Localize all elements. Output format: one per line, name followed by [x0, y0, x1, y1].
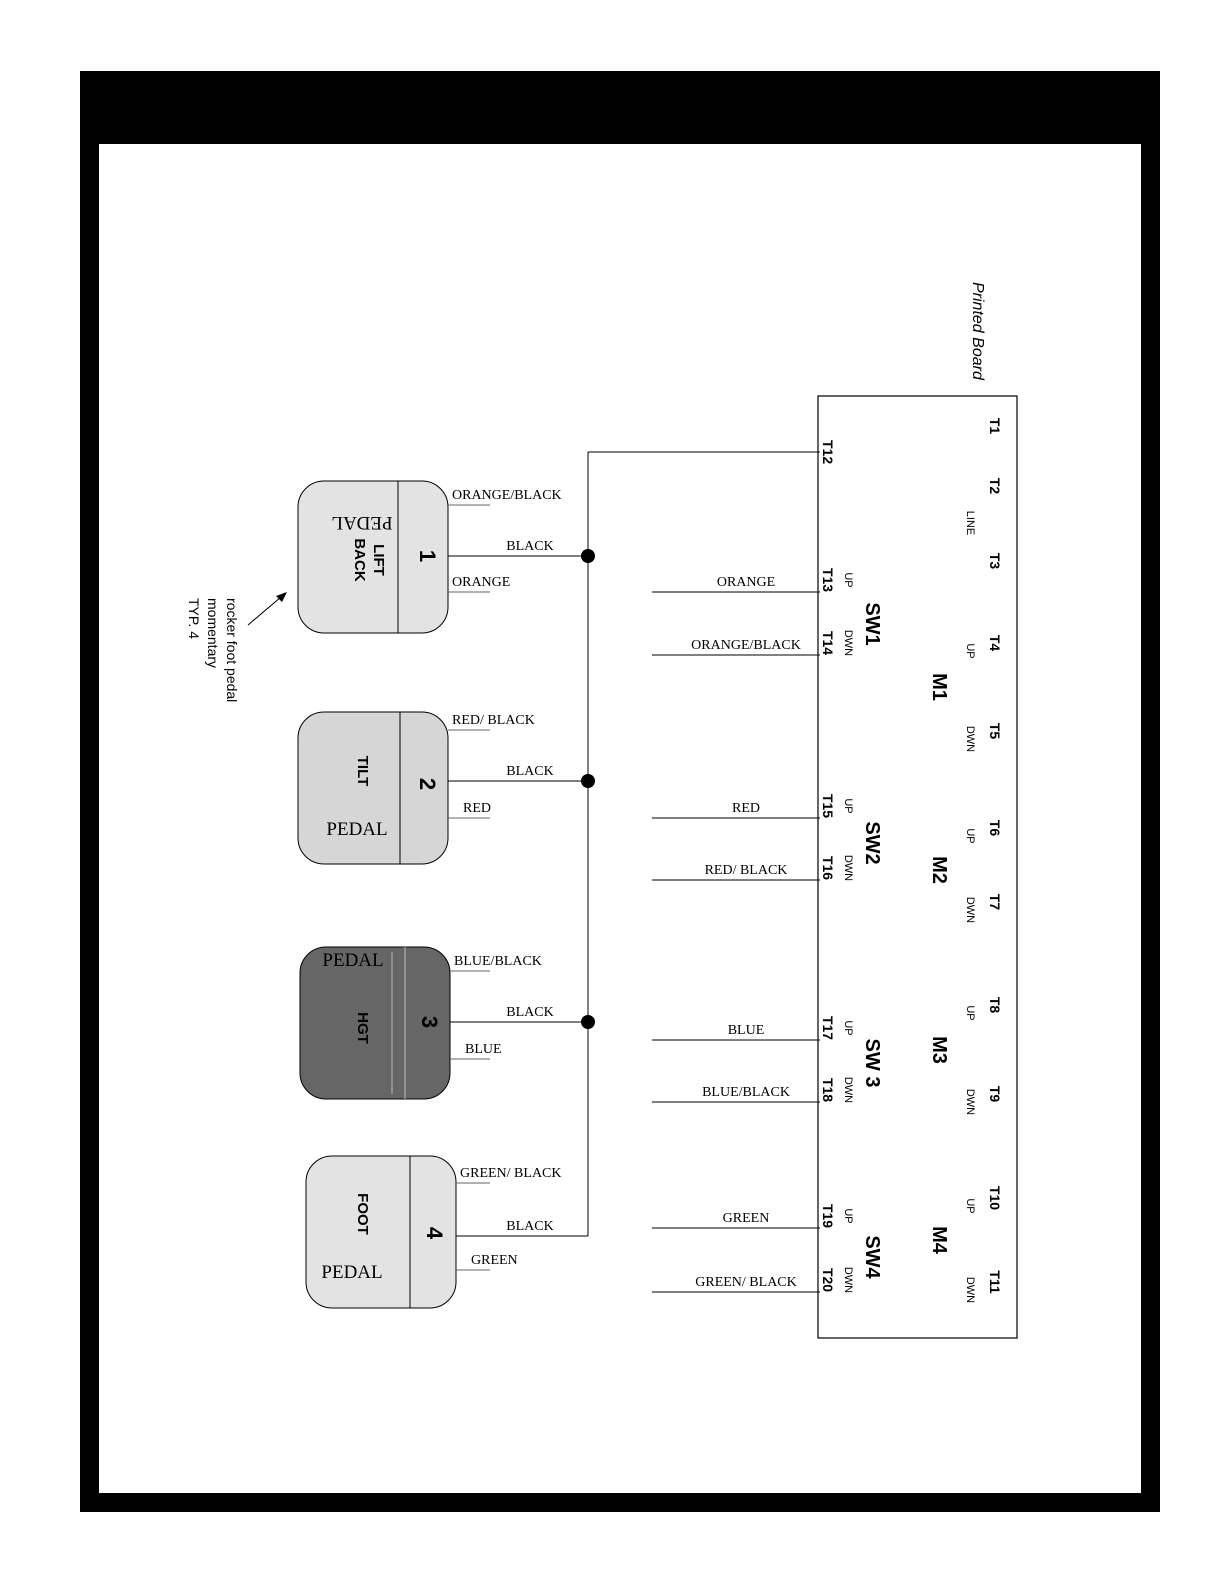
terminal-t4-sub: UP	[964, 643, 976, 658]
terminal-t18-dir: DWN	[842, 1077, 854, 1103]
terminal-t8-sub: UP	[964, 1005, 976, 1020]
terminal-t15-dir: UP	[842, 798, 854, 813]
pedal-1-label: PEDAL	[331, 512, 392, 533]
terminal-t5: T5	[987, 723, 1003, 740]
pedal-2-wire-label-1: RED/ BLACK	[452, 713, 535, 728]
pedal-3-wire-label-2: BLACK	[506, 1005, 553, 1020]
pedal-3-wire-label-3: BLUE	[465, 1042, 502, 1057]
pedal-4-label: PEDAL	[321, 1262, 382, 1283]
terminal-t14: T14	[820, 631, 836, 655]
terminal-t16: T16	[820, 856, 836, 880]
pedal-4-wire-label-2: BLACK	[506, 1219, 553, 1234]
terminal-t19-dir: UP	[842, 1208, 854, 1223]
wire-label-t15: RED	[732, 801, 760, 816]
annotation-line-3: TYP. 4	[186, 598, 202, 639]
motor-m3: M3	[928, 1036, 950, 1064]
annotation-arrow-head	[276, 592, 287, 602]
pedal-2-name: TILT	[354, 756, 371, 787]
pedal-2-label: PEDAL	[326, 819, 387, 840]
wire-label-t20: GREEN/ BLACK	[695, 1275, 797, 1290]
terminal-t13: T13	[820, 568, 836, 592]
pedal-3-name: HGT	[354, 1012, 371, 1044]
wire-label-t19: GREEN	[723, 1211, 770, 1226]
terminal-t6: T6	[987, 820, 1003, 837]
pedal-4: 4 FOOT PEDAL GREEN/ BLACK BLACK GREEN	[305, 1155, 588, 1309]
annotation-line-2: momentary	[205, 598, 221, 668]
motor-m4: M4	[928, 1226, 950, 1255]
pedal-1-wire-label-2: BLACK	[506, 539, 553, 554]
pedal-1-name-1: LIFT	[370, 544, 387, 576]
pedal-1-wire-label-3: ORANGE	[452, 575, 510, 590]
motor-m2: M2	[928, 856, 950, 884]
wire-label-t16: RED/ BLACK	[705, 863, 788, 878]
annotation-arrow-line	[247, 596, 282, 626]
pedal-1-junction	[581, 549, 595, 563]
terminal-t11-sub: DWN	[964, 1277, 976, 1303]
pedal-3: 3 HGT PEDAL BLUE/BLACK BLACK BLUE	[299, 946, 595, 1100]
pedal-2-junction	[581, 774, 595, 788]
terminal-t19: T19	[820, 1204, 836, 1228]
terminal-t2-sub: LINE	[964, 511, 976, 535]
terminal-t1: T1	[987, 418, 1003, 435]
terminal-t9-sub: DWN	[964, 1089, 976, 1115]
pedal-3-label: PEDAL	[322, 950, 383, 971]
wire-label-t13: ORANGE	[717, 575, 775, 590]
terminal-t3: T3	[987, 553, 1003, 570]
terminal-t6-sub: UP	[964, 828, 976, 843]
terminal-t16-dir: DWN	[842, 855, 854, 881]
terminal-t2: T2	[987, 478, 1003, 495]
switch-2: SW2	[861, 821, 883, 864]
terminal-t20: T20	[820, 1268, 836, 1292]
pedal-1-wire-label-1: ORANGE/BLACK	[452, 488, 562, 503]
terminal-t4: T4	[987, 635, 1003, 652]
pedal-2-body	[297, 711, 449, 865]
printed-board	[817, 395, 1018, 1339]
wire-label-t14: ORANGE/BLACK	[691, 638, 801, 653]
switch-1: SW1	[861, 602, 883, 645]
pedal-1-body	[297, 480, 449, 634]
terminal-t9: T9	[987, 1086, 1003, 1103]
terminal-t17-dir: UP	[842, 1020, 854, 1035]
pedal-3-body	[299, 946, 451, 1100]
switch-3: SW 3	[861, 1039, 883, 1088]
terminal-t5-sub: DWN	[964, 726, 976, 752]
pedal-3-wire-label-1: BLUE/BLACK	[454, 954, 542, 969]
pedal-4-body	[305, 1155, 457, 1309]
pedal-4-number: 4	[422, 1227, 447, 1240]
pedal-2-wire-label-2: BLACK	[506, 764, 553, 779]
terminal-t10-sub: UP	[964, 1198, 976, 1213]
pedal-2: 2 TILT PEDAL RED/ BLACK BLACK RED	[297, 711, 595, 865]
pedal-3-number: 3	[417, 1016, 442, 1028]
pedal-4-wire-label-3: GREEN	[471, 1253, 518, 1268]
printed-board-title: Printed Board	[969, 282, 986, 381]
terminal-t15: T15	[820, 794, 836, 818]
motor-m1: M1	[928, 673, 950, 701]
annotation-line-1: rocker foot pedal	[224, 598, 240, 702]
terminal-t18: T18	[820, 1078, 836, 1102]
terminal-t7: T7	[987, 894, 1003, 911]
terminal-t8: T8	[987, 997, 1003, 1014]
pedal-3-junction	[581, 1015, 595, 1029]
terminal-t12: T12	[820, 440, 836, 464]
terminal-t13-dir: UP	[842, 572, 854, 587]
terminal-t14-dir: DWN	[842, 630, 854, 656]
terminal-t11: T11	[987, 1270, 1003, 1294]
pedal-4-wire-label-1: GREEN/ BLACK	[460, 1166, 562, 1181]
wire-label-t17: BLUE	[728, 1023, 765, 1038]
terminal-t10: T10	[987, 1186, 1003, 1210]
terminal-t7-sub: DWN	[964, 897, 976, 923]
pedal-1-number: 1	[415, 550, 440, 562]
terminal-t20-dir: DWN	[842, 1267, 854, 1293]
pedal-2-number: 2	[415, 778, 440, 790]
pedal-1-name-2: BACK	[351, 538, 368, 581]
terminal-t17: T17	[820, 1016, 836, 1040]
switch-4: SW4	[861, 1235, 883, 1279]
pedal-2-wire-label-3: RED	[463, 801, 491, 816]
wire-label-t18: BLUE/BLACK	[702, 1085, 790, 1100]
pedal-4-name: FOOT	[354, 1193, 371, 1235]
